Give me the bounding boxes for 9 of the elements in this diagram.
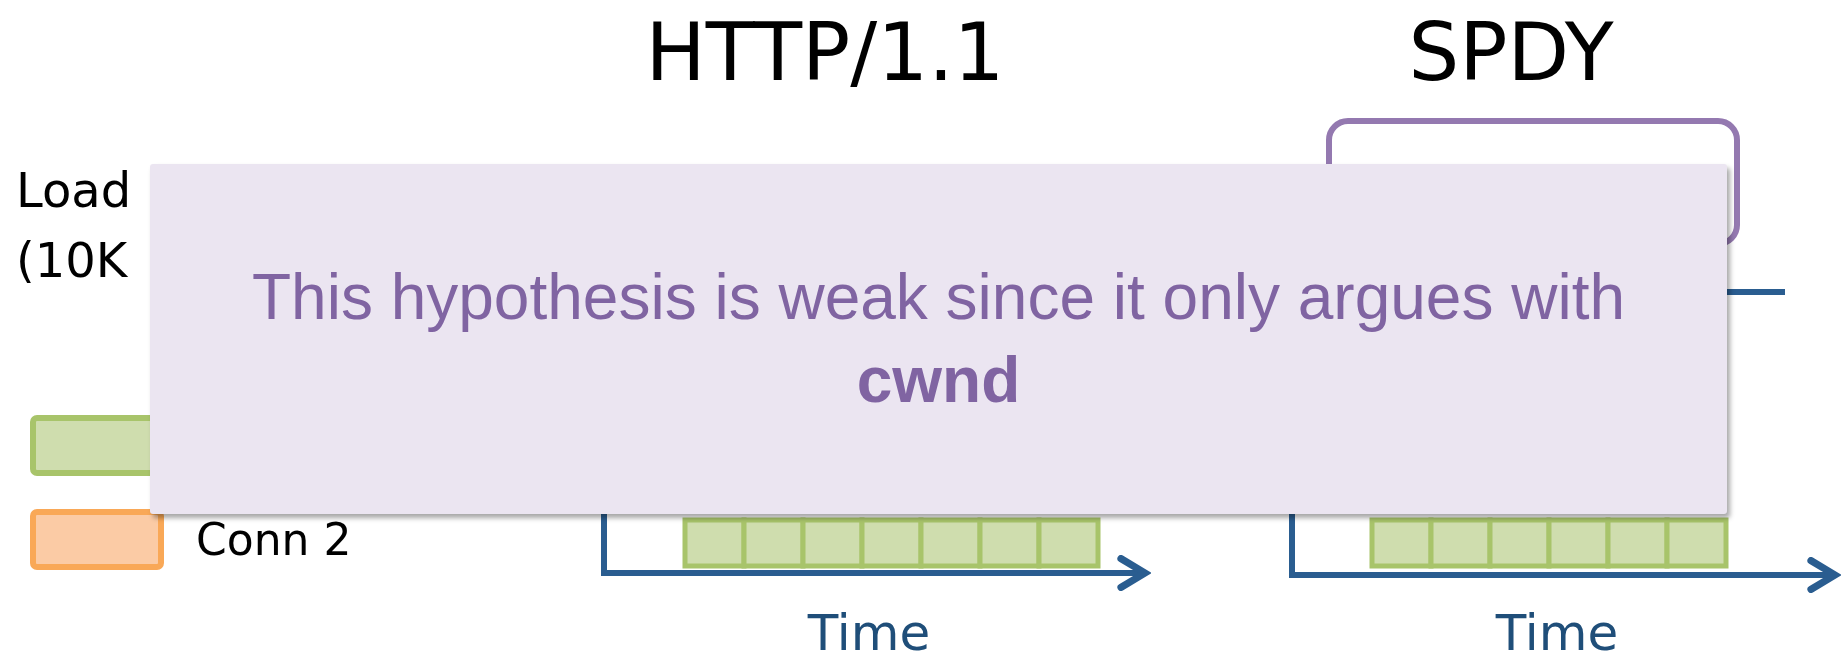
note-dialog [150,164,1727,514]
chart-title: SPDY [1408,13,1614,93]
legend-label: Conn 2 [196,518,352,562]
chart-title: HTTP/1.1 [645,13,1005,93]
note-text: This hypothesis is weak since it only argues with cwnd [250,259,1627,418]
axis-label: Time [1495,608,1619,658]
axis-label: (10K [16,236,128,284]
axis-label: Load [16,166,132,214]
axis-label: Time [807,608,931,658]
